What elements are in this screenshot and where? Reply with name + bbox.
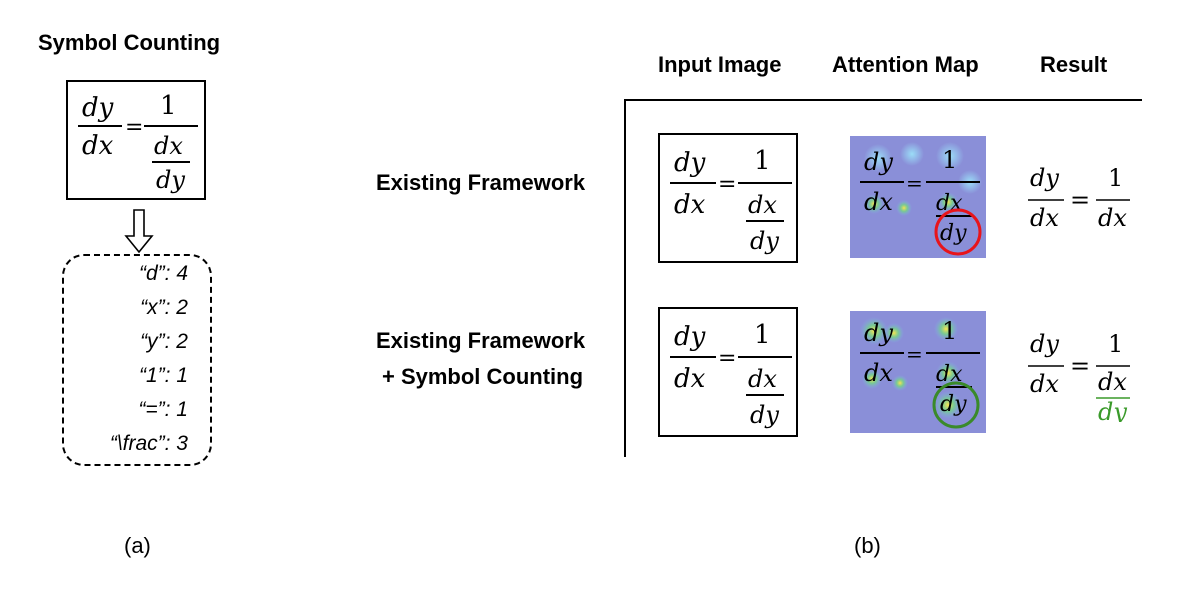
correct-highlight-circle xyxy=(932,381,980,429)
symbol-counting-title: Symbol Counting xyxy=(38,30,221,55)
result-den-right-corrected: dy xyxy=(1098,398,1127,422)
input-equation-image: dy dx = 1 dx dy xyxy=(66,80,206,200)
panel-b-label: (b) xyxy=(854,533,881,558)
result-num-right: 1 xyxy=(1108,164,1123,192)
result-den-left: dx xyxy=(1030,370,1059,398)
eq-num-right: 1 xyxy=(754,146,771,176)
eq-equals: = xyxy=(718,346,736,371)
count-item: “=”: 1 xyxy=(138,398,188,421)
eq-den-right-den: dy xyxy=(750,401,779,429)
table-top-rule xyxy=(624,99,1142,101)
column-header-attention-map: Attention Map xyxy=(832,52,979,77)
svg-text:dy: dy xyxy=(940,221,967,246)
result-num-right: 1 xyxy=(1108,330,1123,358)
eq-num-left: dy xyxy=(674,148,706,178)
eq-num-right: 1 xyxy=(754,320,771,350)
svg-text:=: = xyxy=(906,171,923,195)
error-highlight-circle xyxy=(934,208,982,256)
eq-den-right-num: dx xyxy=(154,132,183,160)
eq-equals: = xyxy=(718,172,736,197)
count-item: “d”: 4 xyxy=(138,262,188,285)
count-item: “y”: 2 xyxy=(140,330,188,353)
row1-attention-map: dy dx = 1 dx dy xyxy=(850,136,986,258)
row2-attention-map: dy dx = 1 dx dy xyxy=(850,311,986,433)
svg-text:dy: dy xyxy=(940,392,967,417)
count-item: “1”: 1 xyxy=(138,364,188,387)
eq-num-left: dy xyxy=(82,93,114,123)
svg-text:=: = xyxy=(906,342,923,366)
eq-den-left: dx xyxy=(674,364,706,394)
svg-text:dy: dy xyxy=(864,319,893,347)
result-den-right: dx xyxy=(1098,368,1127,396)
eq-den-right-den: dy xyxy=(156,166,185,194)
row2-result-latex: dy dx = 1 dx dy xyxy=(1028,330,1130,422)
result-equals: = xyxy=(1070,186,1090,214)
svg-text:dx: dx xyxy=(864,359,893,387)
row-label-existing-framework-plus: Existing Framework xyxy=(376,328,586,353)
eq-equals: = xyxy=(125,115,143,140)
count-item: “\frac”: 3 xyxy=(109,432,188,455)
svg-text:dx: dx xyxy=(864,188,893,216)
result-num-left: dy xyxy=(1030,330,1059,358)
panel-a-label: (a) xyxy=(124,533,151,558)
svg-text:dy: dy xyxy=(864,148,893,176)
result-num-left: dy xyxy=(1030,164,1059,192)
eq-den-right-num: dx xyxy=(748,191,777,219)
row-label-symbol-counting: + Symbol Counting xyxy=(382,364,584,389)
eq-num-left: dy xyxy=(674,322,706,352)
eq-num-right: 1 xyxy=(160,91,177,121)
eq-den-right-den: dy xyxy=(750,227,779,255)
svg-text:1: 1 xyxy=(942,146,957,174)
column-header-result: Result xyxy=(1040,52,1108,77)
down-arrow-icon xyxy=(124,209,154,254)
result-den-left: dx xyxy=(1030,204,1059,232)
eq-den-right-num: dx xyxy=(748,365,777,393)
eq-den-left: dx xyxy=(674,190,706,220)
column-header-input-image: Input Image xyxy=(658,52,782,77)
row1-result-latex: dy dx = 1 dx xyxy=(1028,164,1130,232)
symbol-count-list: “d”: 4 “x”: 2 “y”: 2 “1”: 1 “=”: 1 “\fra… xyxy=(62,254,212,466)
count-item: “x”: 2 xyxy=(140,296,188,319)
result-equals: = xyxy=(1070,352,1090,380)
svg-text:1: 1 xyxy=(942,317,957,345)
eq-den-left: dx xyxy=(82,131,114,161)
row1-input-image: dy dx = 1 dx dy xyxy=(658,133,798,263)
result-den-right: dx xyxy=(1098,204,1127,232)
table-left-rule xyxy=(624,99,626,457)
row-label-existing-framework: Existing Framework xyxy=(376,170,586,195)
row2-input-image: dy dx = 1 dx dy xyxy=(658,307,798,437)
